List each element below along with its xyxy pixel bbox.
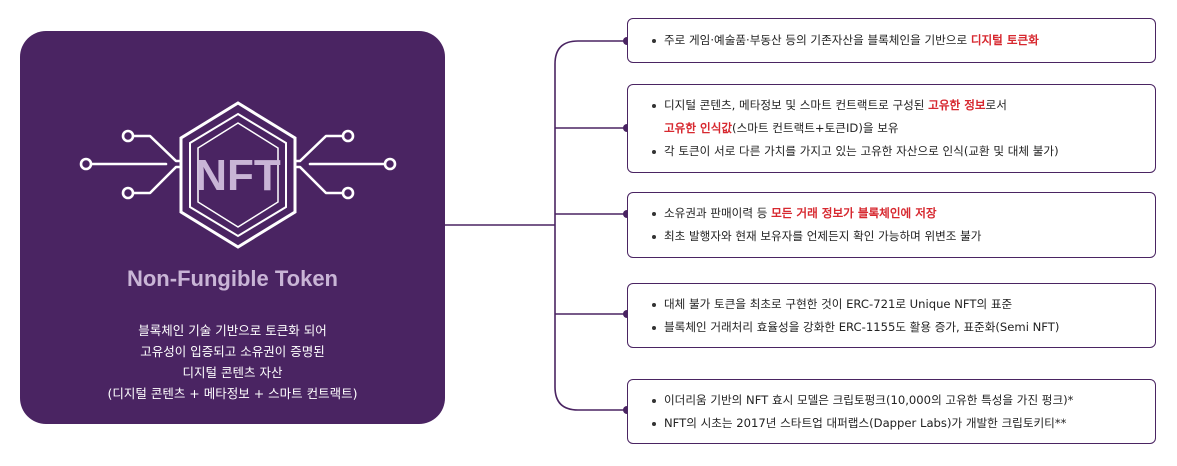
continuation-line: 고유한 인식값(스마트 컨트랙트+토큰ID)을 보유 [664, 121, 899, 135]
info-box-uniqueness: 디지털 콘텐츠, 메타정보 및 스마트 컨트랙트로 구성된 고유한 정보로서 고… [627, 84, 1156, 173]
bullet-line: 대체 불가 토큰을 최초로 구현한 것이 ERC-721로 Unique NFT… [652, 293, 1155, 316]
bullet-line: 최초 발행자와 현재 보유자를 언제든지 확인 가능하며 위변조 불가 [652, 225, 1155, 248]
info-box-standards: 대체 불가 토큰을 최초로 구현한 것이 ERC-721로 Unique NFT… [627, 283, 1156, 348]
bullet-line: 각 토큰이 서로 다른 가치를 가지고 있는 고유한 자산으로 인식(교환 및 … [652, 140, 1155, 163]
hexagon-icon [179, 101, 297, 249]
description-line: 고유성이 입증되고 소유권이 증명된 [140, 344, 325, 359]
description-line: 디지털 콘텐츠 자산 [182, 365, 283, 380]
nft-logo: NFT [79, 101, 397, 249]
info-box-history: 이더리움 기반의 NFT 효시 모델은 크립토펑크(10,000의 고유한 특성… [627, 379, 1156, 444]
panel-description: 블록체인 기술 기반으로 토큰화 되어 고유성이 입증되고 소유권이 증명된 디… [20, 320, 445, 404]
description-line: (디지털 콘텐츠 + 메타정보 + 스마트 컨트랙트) [107, 386, 358, 401]
panel-title: Non-Fungible Token [126, 266, 338, 291]
bullet-line: 소유권과 판매이력 등 모든 거래 정보가 블록체인에 저장 [652, 202, 1155, 225]
info-box-blockchain-record: 소유권과 판매이력 등 모든 거래 정보가 블록체인에 저장 최초 발행자와 현… [627, 192, 1156, 258]
logo-text: NFT [195, 151, 281, 200]
info-box-tokenization: 주로 게임·예술품·부동산 등의 기존자산을 블록체인을 기반으로 디지털 토큰… [627, 18, 1156, 63]
bullet-line: NFT의 시초는 2017년 스타트업 대퍼랩스(Dapper Labs)가 개… [652, 412, 1155, 435]
bullet-line: 디지털 콘텐츠, 메타정보 및 스마트 컨트랙트로 구성된 고유한 정보로서 [652, 94, 1155, 117]
bullet-line: 블록체인 거래처리 효율성을 강화한 ERC-1155도 활용 증가, 표준화(… [652, 316, 1155, 339]
bullet-line: 주로 게임·예술품·부동산 등의 기존자산을 블록체인을 기반으로 디지털 토큰… [652, 29, 1155, 52]
nft-panel: NFT Non-Fungible Token 블록체인 기술 기반으로 토큰화 … [20, 31, 445, 424]
bullet-line: 이더리움 기반의 NFT 효시 모델은 크립토펑크(10,000의 고유한 특성… [652, 389, 1155, 412]
description-line: 블록체인 기술 기반으로 토큰화 되어 [138, 323, 327, 338]
